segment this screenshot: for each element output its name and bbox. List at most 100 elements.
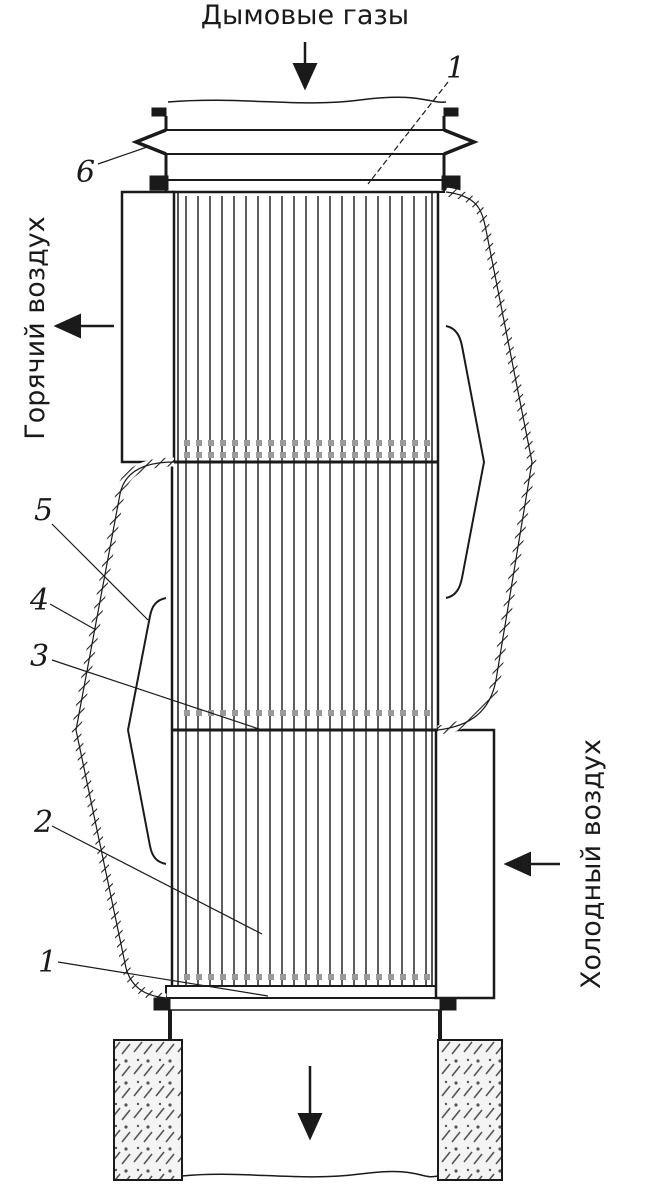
tube-sheet-mark — [364, 974, 370, 980]
tube-sheet-mark — [232, 452, 238, 458]
tube-sheet-mark — [244, 440, 250, 446]
tube-sheet-mark — [352, 974, 358, 980]
tube-sheet-mark — [184, 974, 190, 980]
tube-sheet-mark — [208, 452, 214, 458]
tube-sheet-mark — [412, 440, 418, 446]
tube-sheet-mark — [364, 440, 370, 446]
callout-4: 4 — [29, 583, 49, 618]
right-label: Холодный воздух — [576, 739, 607, 989]
tube-sheet-mark — [196, 440, 202, 446]
tube-sheet-mark — [232, 974, 238, 980]
tube-sheet-mark — [196, 710, 202, 716]
tube-sheet-mark — [208, 974, 214, 980]
tube-sheet-mark — [364, 710, 370, 716]
tube-sheet-mark — [340, 452, 346, 458]
tube-sheet-mark — [292, 440, 298, 446]
tube-sheet-mark — [304, 440, 310, 446]
tube-sheet-mark — [316, 452, 322, 458]
tube-sheet-mark — [352, 440, 358, 446]
tube-sheet-mark — [304, 974, 310, 980]
tube-sheet-mark — [196, 974, 202, 980]
left-label: Горячий воздух — [20, 216, 51, 439]
tube-sheet-mark — [256, 710, 262, 716]
tube-bundle — [165, 190, 445, 999]
tube-sheet-mark — [244, 452, 250, 458]
tube-sheet-mark — [268, 710, 274, 716]
tube-sheet-mark — [316, 974, 322, 980]
right-foundation — [437, 1039, 503, 1181]
tube-sheet-mark — [268, 440, 274, 446]
tube-sheet-mark — [376, 710, 382, 716]
tube-sheet-mark — [352, 710, 358, 716]
tube-sheet-mark — [244, 974, 250, 980]
tube-sheet-mark — [232, 710, 238, 716]
tube-sheet-mark — [220, 440, 226, 446]
tube-sheet-mark — [304, 452, 310, 458]
tube-sheet-mark — [388, 974, 394, 980]
tube-sheet-mark — [364, 452, 370, 458]
tube-sheet-mark — [412, 452, 418, 458]
tube-sheet-mark — [424, 710, 430, 716]
callout-2: 2 — [33, 805, 53, 840]
tube-sheet-mark — [424, 440, 430, 446]
top-duct — [131, 96, 479, 193]
tube-sheet-mark — [400, 452, 406, 458]
tube-sheet-mark — [184, 710, 190, 716]
tube-sheet-mark — [256, 452, 262, 458]
tube-sheet-mark — [280, 974, 286, 980]
tube-sheet-mark — [328, 440, 334, 446]
tube-sheet-mark — [184, 440, 190, 446]
cold-air-box — [434, 728, 496, 1000]
tube-sheet-mark — [400, 974, 406, 980]
tube-sheet-mark — [424, 974, 430, 980]
right-guide-vane — [445, 325, 486, 599]
tube-sheet-mark — [388, 452, 394, 458]
bottom-break-line — [181, 1170, 439, 1178]
tube-sheet-mark — [256, 974, 262, 980]
tube-sheet-mark — [208, 440, 214, 446]
tube-sheet-mark — [244, 710, 250, 716]
tube-sheet-mark — [328, 710, 334, 716]
callout-5: 5 — [34, 493, 53, 528]
tube-sheet-mark — [292, 974, 298, 980]
tube-sheet-mark — [400, 440, 406, 446]
top-label: Дымовые газы — [201, 0, 409, 31]
bottom-outlet — [153, 997, 457, 1040]
left-air-bypass-shell — [71, 457, 175, 1003]
tube-sheet-mark — [340, 710, 346, 716]
tube-sheet-mark — [328, 452, 334, 458]
tube-sheet-mark — [376, 440, 382, 446]
tube-sheet-mark — [256, 440, 262, 446]
tube-sheet-mark — [292, 710, 298, 716]
tube-sheet-mark — [328, 974, 334, 980]
tube-sheet-mark — [316, 710, 322, 716]
tube-sheet-mark — [340, 440, 346, 446]
tube-sheet-mark — [280, 440, 286, 446]
tube-sheet-mark — [232, 440, 238, 446]
tube-sheet-mark — [412, 974, 418, 980]
right-air-bypass-shell — [437, 187, 537, 735]
tube-sheet-mark — [220, 452, 226, 458]
tube-sheet-mark — [388, 440, 394, 446]
callout-1-bottom: 1 — [38, 945, 57, 980]
tube-sheet-mark — [424, 452, 430, 458]
tube-sheet-mark — [376, 974, 382, 980]
tube-sheet-mark — [220, 710, 226, 716]
callout-3: 3 — [30, 639, 49, 674]
tube-sheet-mark — [388, 710, 394, 716]
tube-sheet-mark — [316, 440, 322, 446]
callout-1-top: 1 — [446, 51, 465, 86]
tube-sheet-mark — [196, 452, 202, 458]
tube-sheet-mark — [280, 452, 286, 458]
tube-sheet-mark — [412, 710, 418, 716]
tube-sheet-mark — [352, 452, 358, 458]
tube-sheet-mark — [268, 974, 274, 980]
tube-sheet-mark — [268, 452, 274, 458]
tube-sheet-mark — [376, 452, 382, 458]
callout-leaders — [49, 81, 449, 997]
tube-sheet-mark — [280, 710, 286, 716]
tube-sheet-mark — [340, 974, 346, 980]
tube-sheet-mark — [220, 974, 226, 980]
